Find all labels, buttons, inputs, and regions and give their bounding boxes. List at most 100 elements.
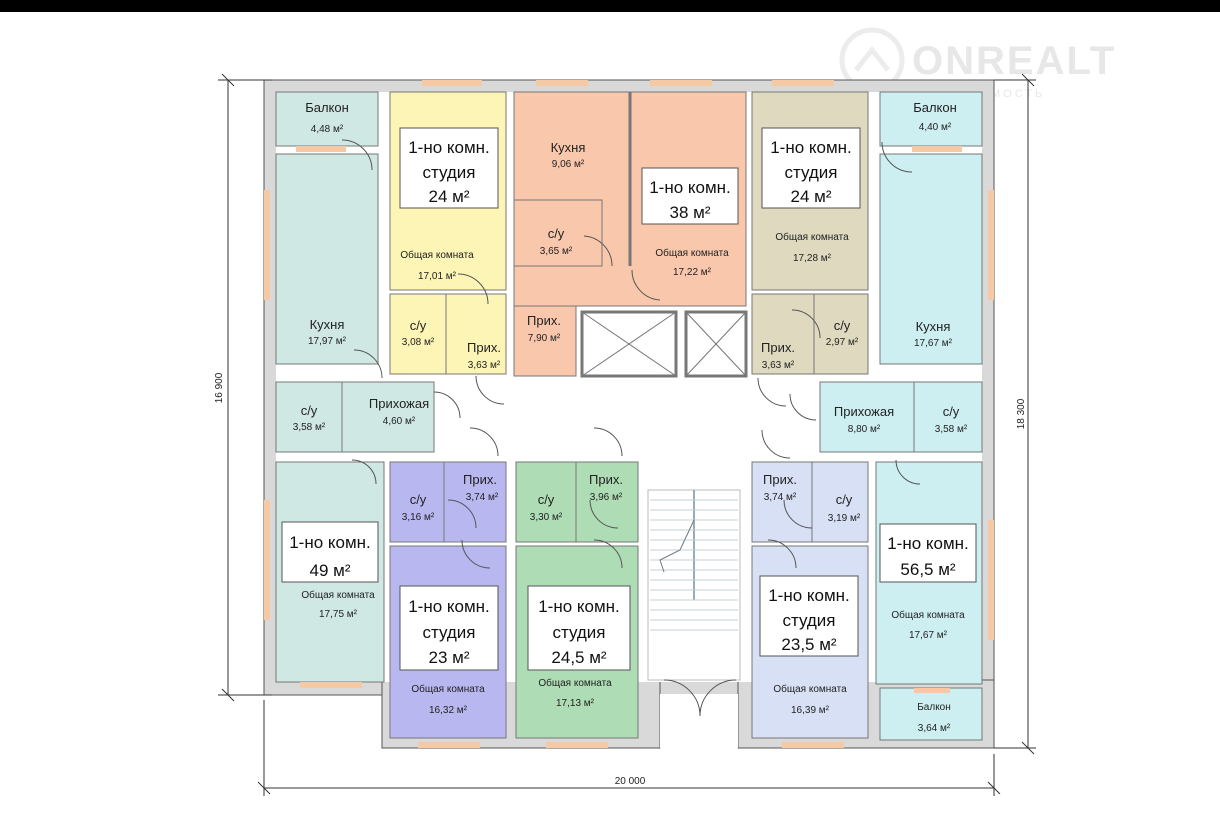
room-name: Общая комната <box>773 683 847 695</box>
apartment-card-49: 1-но комн. 49 м² <box>281 521 379 583</box>
room-name: Общая комната <box>301 589 375 601</box>
watermark-brand: ONREALT <box>912 39 1116 83</box>
apartment-card-24-left: 1-но комн. студия 24 м² <box>399 127 499 209</box>
apartment-card-subtitle: студия <box>552 623 605 642</box>
room-area: 3,74 м² <box>466 492 499 503</box>
room-area: 4,40 м² <box>919 122 952 133</box>
apartment-card-title: 1-но комн. <box>770 138 852 157</box>
room-labels: Балкон 4,48 м² Кухня 17,97 м² с/у 3,58 м… <box>293 100 968 734</box>
room-name: Общая комната <box>891 609 965 621</box>
apartment-card-subtitle: студия <box>782 611 835 630</box>
room-area: 3,08 м² <box>402 337 435 348</box>
room-area: 17,67 м² <box>909 630 948 641</box>
room-name: Прих. <box>761 340 795 355</box>
room-name: Прихожая <box>834 404 894 419</box>
apartment-card-title: 1-но комн. <box>768 586 850 605</box>
dimension-width: 20 000 <box>615 776 646 787</box>
apartment-56-5 <box>819 91 983 741</box>
room-name: Прих. <box>527 313 561 328</box>
room-area: 17,28 м² <box>793 253 832 264</box>
room-area: 3,16 м² <box>402 512 435 523</box>
apartment-card-56-5: 1-но комн. 56,5 м² <box>879 523 977 583</box>
room-area: 16,39 м² <box>791 705 830 716</box>
apartment-card-area: 49 м² <box>310 561 351 580</box>
watermark: ONREALT НЕДВИЖИМОСТЬ <box>839 27 1116 100</box>
room-name: Общая комната <box>655 247 729 259</box>
apartment-card-area: 56,5 м² <box>900 560 955 579</box>
room-name: Кухня <box>551 140 586 155</box>
room-name: Общая комната <box>400 249 474 261</box>
room-name: с/у <box>410 318 427 333</box>
room-area: 3,63 м² <box>762 360 795 371</box>
apartment-studio-24-5 <box>515 461 639 739</box>
apartment-card-subtitle: студия <box>784 163 837 182</box>
apartment-card-area: 24 м² <box>429 187 470 206</box>
apartment-card-title: 1-но комн. <box>289 533 371 552</box>
room-area: 3,19 м² <box>828 513 861 524</box>
room-area: 3,58 м² <box>935 424 968 435</box>
dimension-height-right: 18 300 <box>1016 398 1027 429</box>
room-area: 8,80 м² <box>848 424 881 435</box>
apartment-card-title: 1-но комн. <box>408 138 490 157</box>
room-area: 3,96 м² <box>590 492 623 503</box>
apartment-card-title: 1-но комн. <box>408 597 490 616</box>
room-name: Прих. <box>463 472 497 487</box>
room-name: с/у <box>410 492 427 507</box>
room-area: 3,30 м² <box>530 512 563 523</box>
room-area: 3,58 м² <box>293 422 326 433</box>
room-name: Прих. <box>589 472 623 487</box>
room-area: 9,06 м² <box>552 159 585 170</box>
apartment-card-title: 1-но комн. <box>649 178 731 197</box>
apartment-card-area: 38 м² <box>670 203 711 222</box>
room-name: Балкон <box>917 702 951 713</box>
apartment-card-38: 1-но комн. 38 м² <box>641 167 739 225</box>
apartment-card-area: 23,5 м² <box>781 635 836 654</box>
room-area: 17,97 м² <box>308 336 347 347</box>
room-area: 16,32 м² <box>429 705 468 716</box>
windows <box>264 80 994 748</box>
room-area: 17,01 м² <box>418 271 457 282</box>
room-name: Прих. <box>467 340 501 355</box>
dimension-lines <box>218 73 1036 796</box>
room-area: 17,75 м² <box>319 609 358 620</box>
room-name: Прих. <box>763 472 797 487</box>
room-area: 3,64 м² <box>918 723 951 734</box>
room-name: Балкон <box>305 100 349 115</box>
room-name: Общая комната <box>411 683 485 695</box>
apartment-card-24-5: 1-но комн. студия 24,5 м² <box>527 585 631 671</box>
apartment-card-24-right: 1-но комн. студия 24 м² <box>761 127 861 209</box>
room-name: Общая комната <box>775 231 849 243</box>
room-name: Балкон <box>913 100 957 115</box>
room-area: 3,74 м² <box>764 492 797 503</box>
room-name: с/у <box>943 404 960 419</box>
room-name: с/у <box>548 226 565 241</box>
apartment-card-area: 24,5 м² <box>551 648 606 667</box>
doors <box>341 139 921 717</box>
room-name: Кухня <box>310 317 345 332</box>
apartment-card-title: 1-но комн. <box>887 534 969 553</box>
room-area: 17,67 м² <box>914 338 953 349</box>
room-area: 3,65 м² <box>540 246 573 257</box>
apartment-card-area: 23 м² <box>429 648 470 667</box>
room-name: Общая комната <box>538 677 612 689</box>
room-area: 2,97 м² <box>826 337 859 348</box>
apartment-card-area: 24 м² <box>791 187 832 206</box>
room-area: 4,48 м² <box>311 124 344 135</box>
dimension-height-left: 16 900 <box>214 372 225 403</box>
apartment-card-23-5: 1-но комн. студия 23,5 м² <box>759 575 859 657</box>
elevator-shafts <box>580 310 748 378</box>
room-name: с/у <box>538 492 555 507</box>
apartment-card-subtitle: студия <box>422 623 475 642</box>
room-area: 3,63 м² <box>468 360 501 371</box>
room-area: 4,60 м² <box>383 416 416 427</box>
staircase <box>647 489 741 681</box>
room-name: с/у <box>301 403 318 418</box>
room-name: Кухня <box>916 319 951 334</box>
room-area: 17,13 м² <box>556 698 595 709</box>
room-area: 7,90 м² <box>528 333 561 344</box>
apartment-card-23: 1-но комн. студия 23 м² <box>399 585 499 671</box>
room-name: с/у <box>834 318 851 333</box>
room-name: с/у <box>836 492 853 507</box>
top-black-bar <box>0 0 1220 12</box>
